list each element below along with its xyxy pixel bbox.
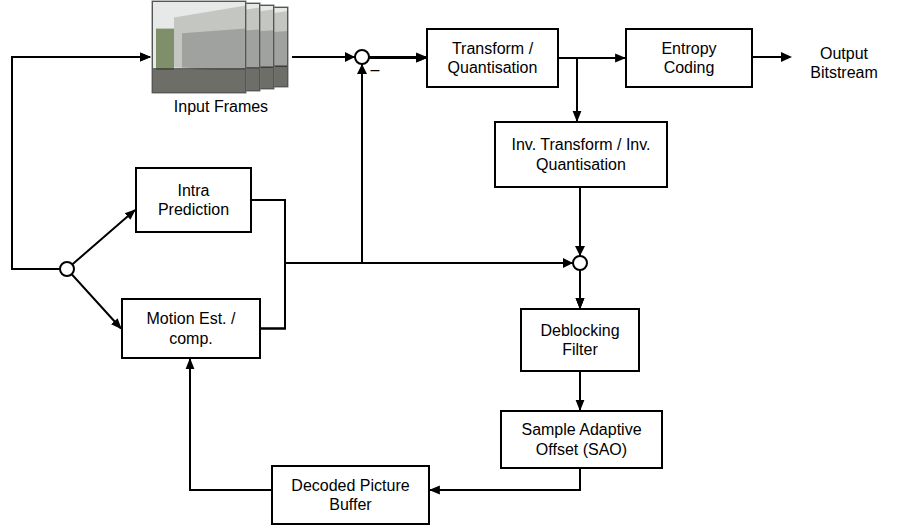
box-label: Entropy Coding [649,39,729,77]
frames-caption: Input Frames [174,97,268,116]
process-box: Entropy Coding [625,28,753,88]
arrow-head [575,246,585,256]
process-box: Decoded Picture Buffer [271,465,430,525]
minus-sign: – [368,60,382,79]
connector [12,57,150,269]
process-box: Deblocking Filter [520,308,640,372]
subtract-junction [355,50,369,64]
arrow-head [345,52,355,62]
box-label: Sample Adaptive Offset (SAO) [512,420,652,458]
connector [430,469,580,490]
output-label: Output Bitstream [792,44,896,82]
process-box: Intra Prediction [135,167,252,233]
connector [252,58,426,263]
split-junction [60,262,74,276]
arrow-head [781,52,792,62]
process-box: Inv. Transform / Inv. Quantisation [494,121,668,188]
connector [190,359,271,490]
arrow-head [357,64,367,74]
box-label: Deblocking Filter [530,321,630,359]
connector [579,372,581,410]
box-label: Motion Est. / comp. [141,309,241,347]
box-label: Decoded Picture Buffer [283,476,418,514]
output-wire [753,56,784,58]
process-box: Transform / Quantisation [426,28,559,88]
process-box: Motion Est. / comp. [121,298,261,359]
box-label: Inv. Transform / Inv. Quantisation [506,135,656,173]
arrow-head [563,258,573,268]
frames-illustration [150,0,292,95]
process-box: Sample Adaptive Offset (SAO) [500,410,663,469]
input-frames: Input Frames [150,0,292,120]
add-junction [573,256,587,270]
connector [12,57,150,329]
connector [559,58,577,121]
connector [252,200,580,308]
box-label: Intra Prediction [146,181,241,219]
box-label: Transform / Quantisation [438,39,548,77]
